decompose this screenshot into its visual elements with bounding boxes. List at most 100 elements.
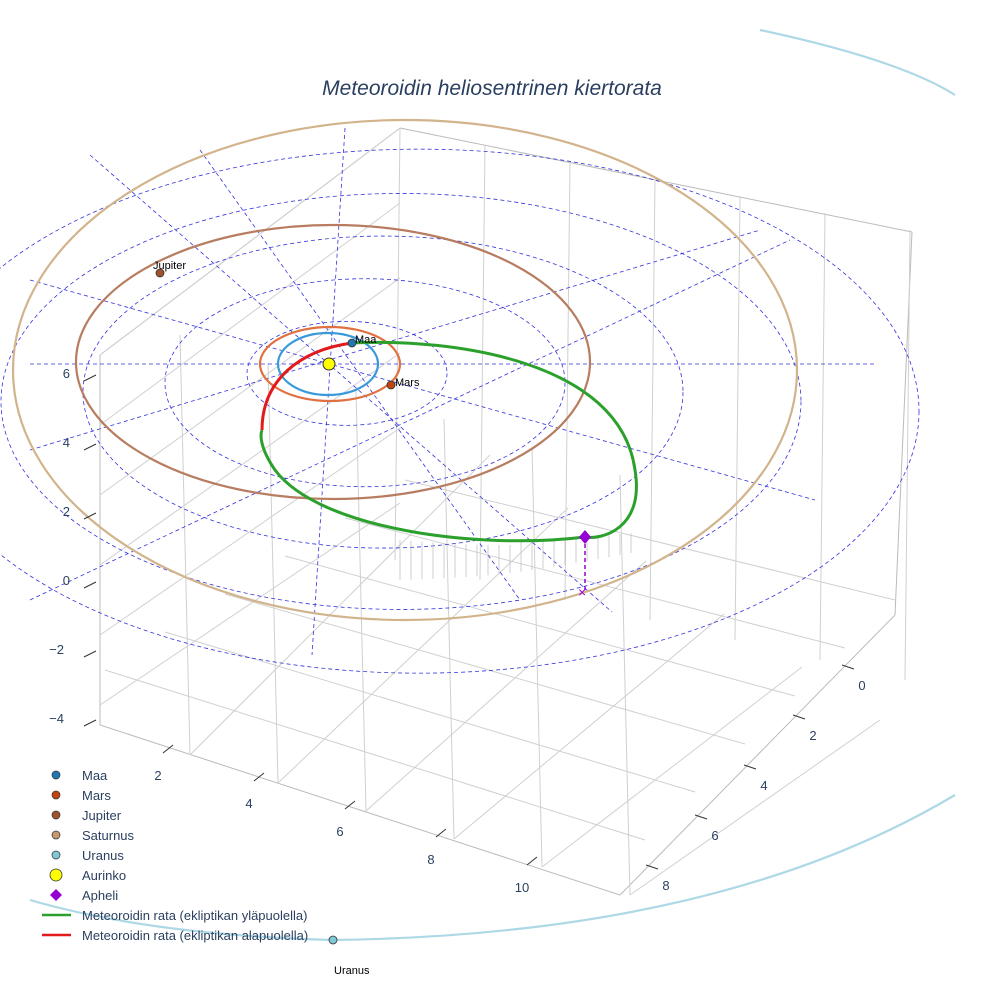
ecliptic-radial <box>29 229 761 451</box>
planet-marker-mars <box>386 380 396 390</box>
legend-sun-icon <box>49 868 63 882</box>
box-edge <box>399 127 913 233</box>
gridline <box>99 352 401 566</box>
ecliptic-ring <box>164 278 566 488</box>
legend-label: Uranus <box>82 848 124 863</box>
gridline <box>344 517 846 649</box>
gridline <box>99 202 401 426</box>
box-edge <box>99 724 621 896</box>
legend-item[interactable]: Maa <box>51 768 108 783</box>
gridline <box>531 446 543 868</box>
legend-label: Saturnus <box>82 828 135 843</box>
legend-item[interactable]: Aurinko <box>49 868 126 883</box>
gridline <box>277 507 569 784</box>
legend-label: Mars <box>82 788 111 803</box>
axis-box-gridlines <box>99 127 913 896</box>
legend-diamond-icon <box>50 889 62 901</box>
legend-item[interactable]: Apheli <box>50 888 118 903</box>
x-tick <box>162 744 174 754</box>
planet-orbits <box>11 28 956 942</box>
ecliptic-radial <box>29 239 791 601</box>
legend-item[interactable]: Meteoroidin rata (ekliptikan yläpuolella… <box>42 908 307 923</box>
z-tick-label: 0 <box>63 573 70 588</box>
ecliptic-ring <box>0 148 920 674</box>
gridline <box>453 613 725 840</box>
z-tick <box>83 581 97 589</box>
gridline <box>99 427 401 636</box>
x-tick-label: 4 <box>245 796 252 811</box>
planet-marker-jupiter <box>155 268 165 278</box>
chart-title: Meteoroidin heliosentrinen kiertorata <box>322 77 662 100</box>
gridline <box>649 178 656 621</box>
z-tick-label: 6 <box>63 366 70 381</box>
ecliptic-radial <box>199 149 521 601</box>
legend-item[interactable]: Mars <box>51 788 111 803</box>
x-tick <box>435 828 447 838</box>
gridline <box>904 229 911 681</box>
orbit-uranus <box>29 28 956 942</box>
z-tick <box>83 650 97 658</box>
legend-label: Aurinko <box>82 868 126 883</box>
aphelion-marker <box>579 530 591 544</box>
ecliptic-ring <box>82 235 684 549</box>
x-tick-label: 2 <box>154 768 161 783</box>
legend-circle-icon <box>51 810 61 820</box>
ecliptic-radial <box>89 154 613 613</box>
z-tick <box>83 719 97 727</box>
gridline <box>99 127 401 356</box>
gridline <box>629 719 881 896</box>
legend-label: Meteoroidin rata (ekliptikan yläpuolella… <box>82 908 307 923</box>
gridline <box>104 669 646 841</box>
orbit-mars <box>258 325 402 403</box>
legend-circle-icon <box>51 830 61 840</box>
ecliptic-grid <box>0 127 920 674</box>
gridline <box>99 502 401 706</box>
legend-label: Jupiter <box>82 808 122 823</box>
legend-circle-icon <box>51 770 61 780</box>
orbit-above-ecliptic <box>259 340 638 543</box>
legend-item[interactable]: Uranus <box>51 848 124 863</box>
gridline <box>164 631 696 793</box>
legend-label: Apheli <box>82 888 118 903</box>
orbit-maa <box>276 331 380 397</box>
x-tick <box>344 800 356 810</box>
y-tick-label: 2 <box>809 728 816 743</box>
x-tick-label: 10 <box>515 880 529 895</box>
aphelion-projection-marker: × <box>578 584 586 600</box>
y-tick <box>743 764 757 770</box>
gridline <box>284 555 796 697</box>
planet-marker-maa <box>347 338 357 348</box>
y-tick-label: 0 <box>858 678 865 693</box>
legend-item[interactable]: Meteoroidin rata (ekliptikan alapuolella… <box>42 928 308 943</box>
x-tick-label: 6 <box>336 824 343 839</box>
y-tick-label: 6 <box>711 828 718 843</box>
gridline <box>734 195 741 641</box>
gridline <box>267 362 279 784</box>
gridline <box>224 593 746 745</box>
y-tick-label: 4 <box>760 778 767 793</box>
z-tick-label: −4 <box>49 711 64 726</box>
legend-item[interactable]: Saturnus <box>51 828 135 843</box>
z-tick-label: −2 <box>49 642 64 657</box>
orbit-jupiter <box>74 223 592 501</box>
z-tick-label: 4 <box>63 435 70 450</box>
planet-label: Uranus <box>334 965 370 977</box>
orbit-saturnus <box>11 118 799 622</box>
gridline <box>819 212 826 661</box>
legend-item[interactable]: Jupiter <box>51 808 122 823</box>
gridline <box>189 454 491 756</box>
ecliptic-ring <box>0 193 802 610</box>
z-tick <box>83 443 97 451</box>
box-edge <box>619 614 896 896</box>
x-tick-label: 8 <box>427 852 434 867</box>
z-tick-label: 2 <box>63 504 70 519</box>
planet-label: Maa <box>355 334 377 346</box>
gridline <box>443 418 455 840</box>
orbit-below-ecliptic <box>260 341 353 431</box>
legend[interactable]: MaaMarsJupiterSaturnusUranusAurinkoAphel… <box>42 768 308 943</box>
gridline <box>541 666 803 868</box>
ecliptic-ring <box>246 320 448 426</box>
